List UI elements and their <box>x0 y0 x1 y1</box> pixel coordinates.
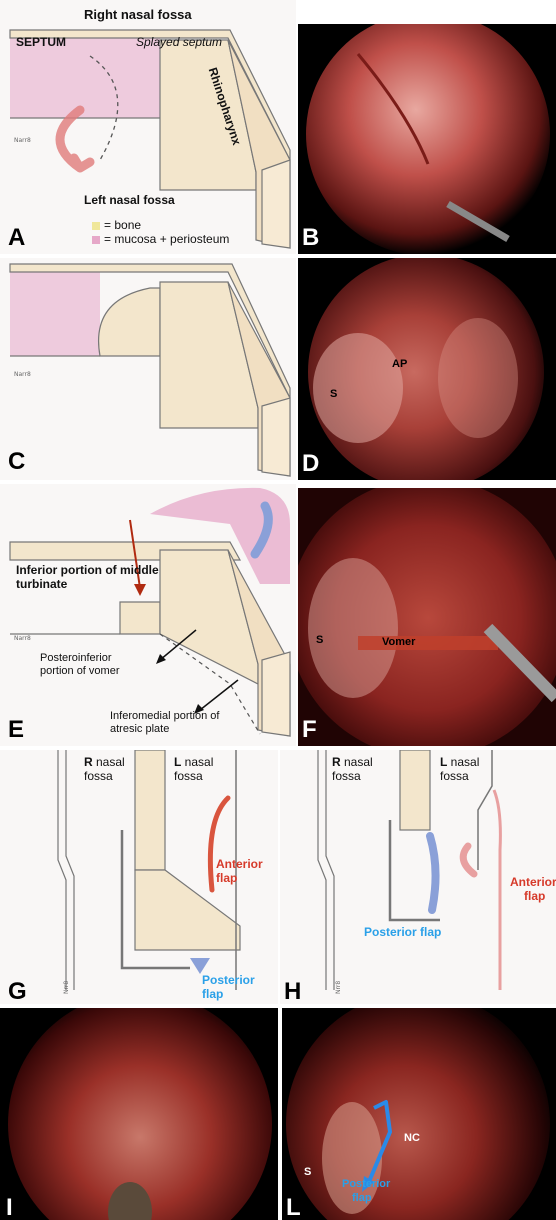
panel-d: S AP D <box>298 258 556 480</box>
h-r-rest: nasal <box>341 755 373 769</box>
bone-legend-label: = bone <box>104 219 141 233</box>
svg-text:Narr8: Narr8 <box>14 371 31 378</box>
svg-text:Narr8: Narr8 <box>14 635 31 642</box>
g-r-fossa: fossa <box>84 769 113 783</box>
l-posterior-flap-line2: flap <box>352 1192 372 1204</box>
panel-l-endoscopic-image <box>282 1008 556 1220</box>
panel-letter-c: C <box>8 450 25 474</box>
bone-legend-swatch <box>92 222 100 230</box>
atresic-plate-label-line2: atresic plate <box>110 723 169 736</box>
g-posterior-flap-label: Posterior flap <box>202 974 278 1002</box>
h-anterior-flap-line2: flap <box>524 890 545 904</box>
panel-i-endoscopic-image <box>0 1008 278 1220</box>
svg-text:Nrr8: Nrr8 <box>63 981 70 994</box>
panel-e-drawing: Narr8 <box>0 484 296 746</box>
mucosa-legend-swatch <box>92 236 100 244</box>
splayed-septum-label: Splayed septum <box>136 36 222 50</box>
panel-letter-f: F <box>302 718 317 742</box>
panel-b-endoscopic-image <box>298 24 556 254</box>
mucosa-legend-label: = mucosa + periosteum <box>104 233 229 247</box>
panel-letter-e: E <box>8 718 24 742</box>
svg-text:Nrr8: Nrr8 <box>335 981 342 994</box>
h-posterior-flap-label: Posterior flap <box>364 926 441 940</box>
panel-b: B <box>298 24 556 254</box>
panel-i: I <box>0 1008 278 1220</box>
g-l-fossa: fossa <box>174 769 203 783</box>
h-l-rest: nasal <box>447 755 479 769</box>
panel-c-drawing: Narr8 <box>0 258 296 480</box>
h-l-fossa: fossa <box>440 769 469 783</box>
panel-letter-l: L <box>286 1196 301 1220</box>
panel-letter-d: D <box>302 452 319 476</box>
vomer-label: Vomer <box>382 636 415 648</box>
panel-l: S NC Posterior flap L <box>282 1008 556 1220</box>
svg-text:Narr8: Narr8 <box>14 137 31 144</box>
panel-letter-b: B <box>302 226 319 250</box>
septum-s-label: S <box>330 388 337 400</box>
panel-f: S Vomer F <box>298 488 556 746</box>
panel-a: Narr8 Right nasal fossa SEPTUM Splayed s… <box>0 0 296 254</box>
g-r-letter: R <box>84 755 93 769</box>
g-l-rest: nasal <box>181 755 213 769</box>
right-nasal-fossa-title: Right nasal fossa <box>84 8 192 23</box>
middle-turbinate-label: Inferior portion of middle turbinate <box>16 564 166 592</box>
septum-s-label-f: S <box>316 634 323 646</box>
vomer-label-line2: portion of vomer <box>40 665 119 678</box>
h-r-fossa: fossa <box>332 769 361 783</box>
panel-c: Narr8 C <box>0 258 296 480</box>
vomer-label-line1: Posteroinferior <box>40 652 112 665</box>
h-r-letter: R <box>332 755 341 769</box>
h-anterior-flap-line1: Anterior <box>510 876 556 890</box>
panel-d-endoscopic-image <box>298 258 556 480</box>
panel-e: Narr8 Inferior portion of middle turbina… <box>0 484 296 746</box>
l-posterior-flap-line1: Posterior <box>342 1178 390 1190</box>
panel-letter-h: H <box>284 980 301 1004</box>
panel-letter-a: A <box>8 226 25 250</box>
ap-label: AP <box>392 358 407 370</box>
panel-letter-i: I <box>6 1196 13 1220</box>
l-septum-s-label: S <box>304 1166 311 1178</box>
l-nc-label: NC <box>404 1132 420 1144</box>
g-anterior-flap-label: Anterior flap <box>216 858 278 886</box>
left-nasal-fossa-label: Left nasal fossa <box>84 194 175 208</box>
septum-label: SEPTUM <box>16 36 66 50</box>
g-r-rest: nasal <box>93 755 125 769</box>
panel-f-endoscopic-image <box>298 488 556 746</box>
panel-letter-g: G <box>8 980 27 1004</box>
atresic-plate-label-line1: Inferomedial portion of <box>110 710 219 723</box>
